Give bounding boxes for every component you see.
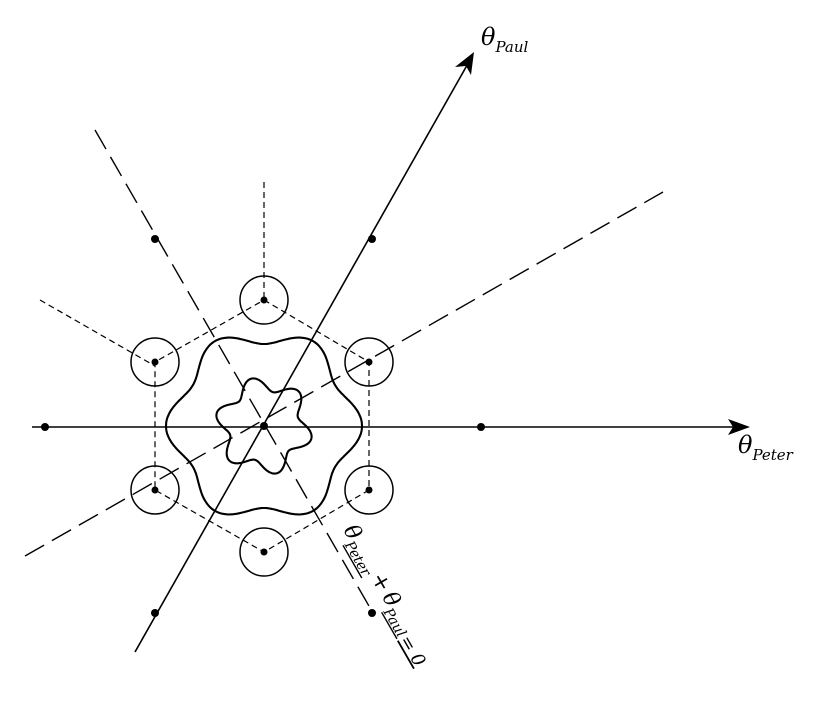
dot-lower-right xyxy=(368,609,376,617)
theta-peter-arrowhead xyxy=(728,419,750,435)
diagonal-equation-label: θPeter+θPaul= 0 xyxy=(333,521,437,671)
dot-lower-left xyxy=(151,609,159,617)
theta-paul-arrowhead xyxy=(455,52,474,75)
theta-paul-axis xyxy=(134,59,471,653)
dot-circle-lower-right xyxy=(365,486,373,494)
dot-axis-right xyxy=(477,423,485,431)
inner-wavy-contour xyxy=(215,377,313,475)
dot-axis-left xyxy=(41,423,49,431)
diagonal-peter-subscript: Peter xyxy=(340,538,374,581)
theta-paul-label: θPaul xyxy=(481,23,528,56)
outer-circle-bottom xyxy=(239,527,289,577)
theta-paul-subscript: Paul xyxy=(494,38,528,56)
upper-left-spoke-dashed xyxy=(39,299,156,367)
outer-circle-top xyxy=(239,275,289,325)
dot-upper-right xyxy=(368,235,376,243)
outer-circle-upper-right xyxy=(344,337,394,387)
theta-peter-subscript: Peter xyxy=(751,446,793,464)
dot-upper-left xyxy=(151,235,159,243)
dot-origin xyxy=(260,422,268,430)
outer-circle-lower-right xyxy=(344,465,394,515)
outer-wavy-contour xyxy=(164,336,364,516)
diagonal-equals-zero: = 0 xyxy=(395,632,429,670)
dot-circle-upper-right xyxy=(365,358,373,366)
theta-peter-label: θPeter xyxy=(738,431,794,464)
dot-circle-bottom xyxy=(260,548,268,556)
dot-circle-upper-left xyxy=(151,358,159,366)
outer-circle-upper-left xyxy=(130,337,180,387)
diagonal-dashed-line xyxy=(94,129,374,614)
oblique-dashed-line xyxy=(24,191,664,557)
theta-peter-symbol: θ xyxy=(738,431,753,459)
dot-circle-lower-left xyxy=(151,486,159,494)
outer-circle-lower-left xyxy=(130,465,180,515)
dot-circle-top xyxy=(260,296,268,304)
theta-paul-symbol: θ xyxy=(481,23,496,51)
